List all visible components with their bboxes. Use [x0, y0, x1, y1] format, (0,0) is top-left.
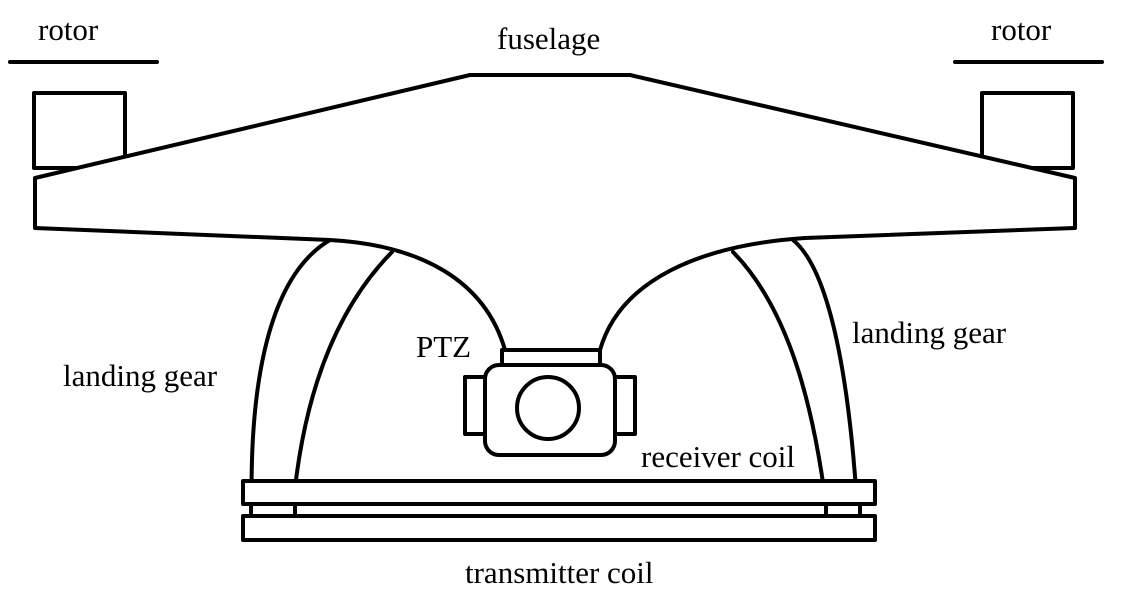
label-rotor-left: rotor: [38, 12, 99, 47]
landing-gear-left: [249, 238, 394, 522]
fuselage-body: [33, 73, 1077, 352]
transmitter-coil-plate: [241, 514, 877, 542]
ptz-gimbal: [463, 348, 637, 457]
label-transmitter-coil: transmitter coil: [465, 555, 654, 590]
label-receiver-coil: receiver coil: [641, 439, 795, 474]
rotor-housing-right: [980, 91, 1075, 170]
camera-lens: [515, 375, 581, 441]
label-rotor-right: rotor: [991, 12, 1052, 47]
receiver-coil-plate: [241, 479, 877, 506]
label-ptz: PTZ: [416, 329, 471, 364]
landing-gear-right: [731, 238, 860, 522]
label-landing-gear-left: landing gear: [63, 358, 218, 393]
label-landing-gear-right: landing gear: [852, 315, 1007, 350]
rotor-housing-left: [32, 91, 127, 170]
label-fuselage: fuselage: [497, 21, 600, 56]
